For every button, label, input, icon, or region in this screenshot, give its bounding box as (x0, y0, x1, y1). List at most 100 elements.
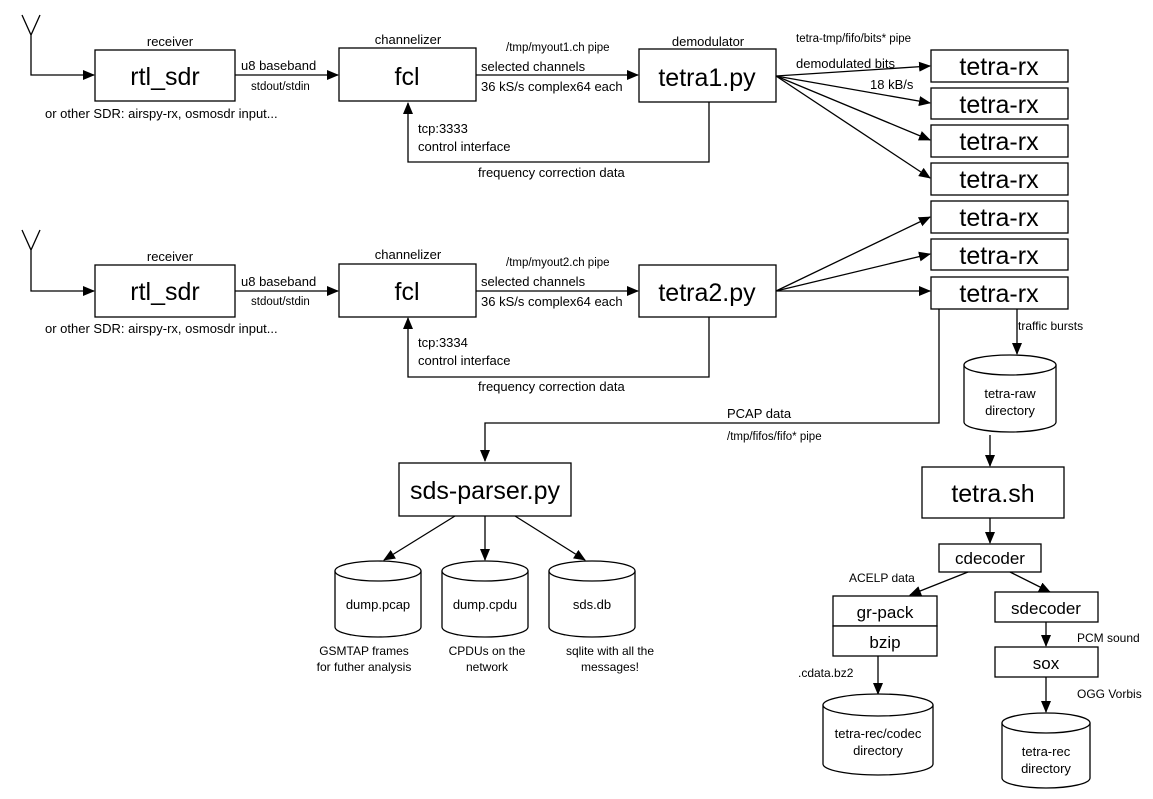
db-desc: for futher analysis (317, 660, 412, 674)
tetra-raw-label: directory (985, 403, 1035, 418)
sds-parser-label: sds-parser.py (410, 477, 561, 505)
cdata-label: .cdata.bz2 (798, 666, 854, 680)
ogg-label: OGG Vorbis (1077, 687, 1142, 701)
chain-2: receiver rtl_sdr or other SDR: airspy-rx… (21, 200, 1069, 394)
pcap-label: PCAP data (727, 406, 792, 421)
receiver-label: rtl_sdr (130, 278, 199, 306)
antenna-icon (21, 229, 94, 291)
feedback-arrow (403, 317, 710, 378)
dump-pcap-cylinder (334, 560, 422, 638)
rate18-label: 18 kB/s (870, 77, 914, 92)
channelizer-caption: channelizer (375, 247, 442, 262)
rate-label: 36 kS/s complex64 each (481, 294, 623, 309)
db-label: dump.pcap (346, 597, 410, 612)
cdecoder-box (938, 543, 1042, 573)
channelizer-label: fcl (395, 63, 420, 91)
control-label: control interface (418, 353, 511, 368)
tetra-sh-label: tetra.sh (951, 480, 1034, 508)
tetra-rx-label: tetra-rx (959, 53, 1039, 81)
channelizer-box (338, 47, 477, 102)
bzip-label: bzip (869, 633, 900, 652)
tetra-rec-cylinder (1001, 712, 1091, 789)
tetra-rec-label: tetra-rec (1022, 744, 1071, 759)
pcm-label: PCM sound (1077, 631, 1140, 645)
sds-path: PCAP data /tmp/fifos/fifo* pipe sds-pars… (317, 309, 940, 674)
fifo-pipe-label: /tmp/fifos/fifo* pipe (727, 431, 822, 443)
baseband-label: u8 baseband (241, 58, 316, 73)
gr-pack-label: gr-pack (857, 603, 914, 622)
tetra-rx-box (930, 124, 1069, 158)
tetra-rec-codec-cylinder (822, 693, 934, 776)
demodulator-box (638, 48, 777, 103)
tetra-rx-label: tetra-rx (959, 242, 1039, 270)
db-label: sds.db (573, 597, 611, 612)
baseband-label: u8 baseband (241, 274, 316, 289)
tetra-rx-box (930, 87, 1069, 120)
demodulator-label: tetra2.py (658, 279, 756, 307)
selected-label: selected channels (481, 59, 586, 74)
tetra-rec-codec-label: tetra-rec/codec (835, 726, 922, 741)
tetra-rx-box (930, 162, 1069, 196)
channelizer-label: fcl (395, 278, 420, 306)
tcp-label: tcp:3334 (418, 335, 468, 350)
other-sdr-note: or other SDR: airspy-rx, osmosdr input..… (45, 321, 278, 336)
db-desc: network (466, 660, 509, 674)
pcap-arrow (480, 309, 940, 462)
db-label: dump.cpdu (453, 597, 517, 612)
tetra-rx-label: tetra-rx (959, 166, 1039, 194)
tetra-rx-box (930, 276, 1069, 310)
stdio-label: stdout/stdin (251, 296, 310, 308)
tetra-rx-label: tetra-rx (959, 128, 1039, 156)
other-sdr-note: or other SDR: airspy-rx, osmosdr input..… (45, 106, 278, 121)
tetra-raw-label: tetra-raw (984, 386, 1036, 401)
bzip-box (832, 625, 938, 657)
sox-label: sox (1033, 654, 1060, 673)
receiver-caption: receiver (147, 249, 194, 264)
receiver-box (94, 49, 236, 102)
freq-label: frequency correction data (478, 165, 625, 180)
feedback-arrow (403, 102, 710, 163)
acelp-label: ACELP data (849, 571, 915, 585)
tetra-sh-box (921, 466, 1065, 519)
channelizer-box (338, 263, 477, 318)
demodulator-label: tetra1.py (658, 64, 756, 92)
cdecoder-label: cdecoder (955, 549, 1025, 568)
dump-cpdu-cylinder (441, 560, 529, 638)
demod-bits-label: demodulated bits (796, 56, 896, 71)
sds-db-cylinder (548, 560, 636, 638)
receiver-caption: receiver (147, 34, 194, 49)
demodulator-box (638, 264, 777, 318)
rate-label: 36 kS/s complex64 each (481, 79, 623, 94)
tetra-rec-label: directory (1021, 761, 1071, 776)
db-desc: sqlite with all the (566, 644, 654, 658)
stdio-label: stdout/stdin (251, 81, 310, 93)
tcp-label: tcp:3333 (418, 121, 468, 136)
demodulator-caption: demodulator (672, 34, 745, 49)
db-desc: CPDUs on the (449, 644, 526, 658)
pipe-label: /tmp/myout2.ch pipe (506, 257, 610, 269)
antenna-icon (21, 14, 94, 75)
tetra-rec-codec-label: directory (853, 743, 903, 758)
receiver-label: rtl_sdr (130, 63, 199, 91)
tetra-rx-box (930, 200, 1069, 234)
tetra-rx-label: tetra-rx (959, 91, 1039, 119)
tetra-rx-box (930, 49, 1069, 83)
tetra-raw-cylinder (963, 354, 1057, 433)
sdecoder-label: sdecoder (1011, 599, 1081, 618)
pipe-label: /tmp/myout1.ch pipe (506, 42, 610, 54)
tetra-rx-label: tetra-rx (959, 280, 1039, 308)
traffic-label: traffic bursts (1018, 319, 1083, 333)
audio-path: traffic bursts tetra-raw directory tetra… (798, 309, 1142, 789)
control-label: control interface (418, 139, 511, 154)
channelizer-caption: channelizer (375, 32, 442, 47)
db-desc: GSMTAP frames (319, 644, 409, 658)
selected-label: selected channels (481, 274, 586, 289)
db-desc: messages! (581, 660, 639, 674)
fifo-label: tetra-tmp/fifo/bits* pipe (796, 33, 911, 45)
chain-1: receiver rtl_sdr or other SDR: airspy-rx… (21, 14, 1069, 196)
receiver-box (94, 264, 236, 318)
freq-label: frequency correction data (478, 379, 625, 394)
tetra-rx-box (930, 238, 1069, 271)
sds-parser-box (398, 462, 572, 517)
